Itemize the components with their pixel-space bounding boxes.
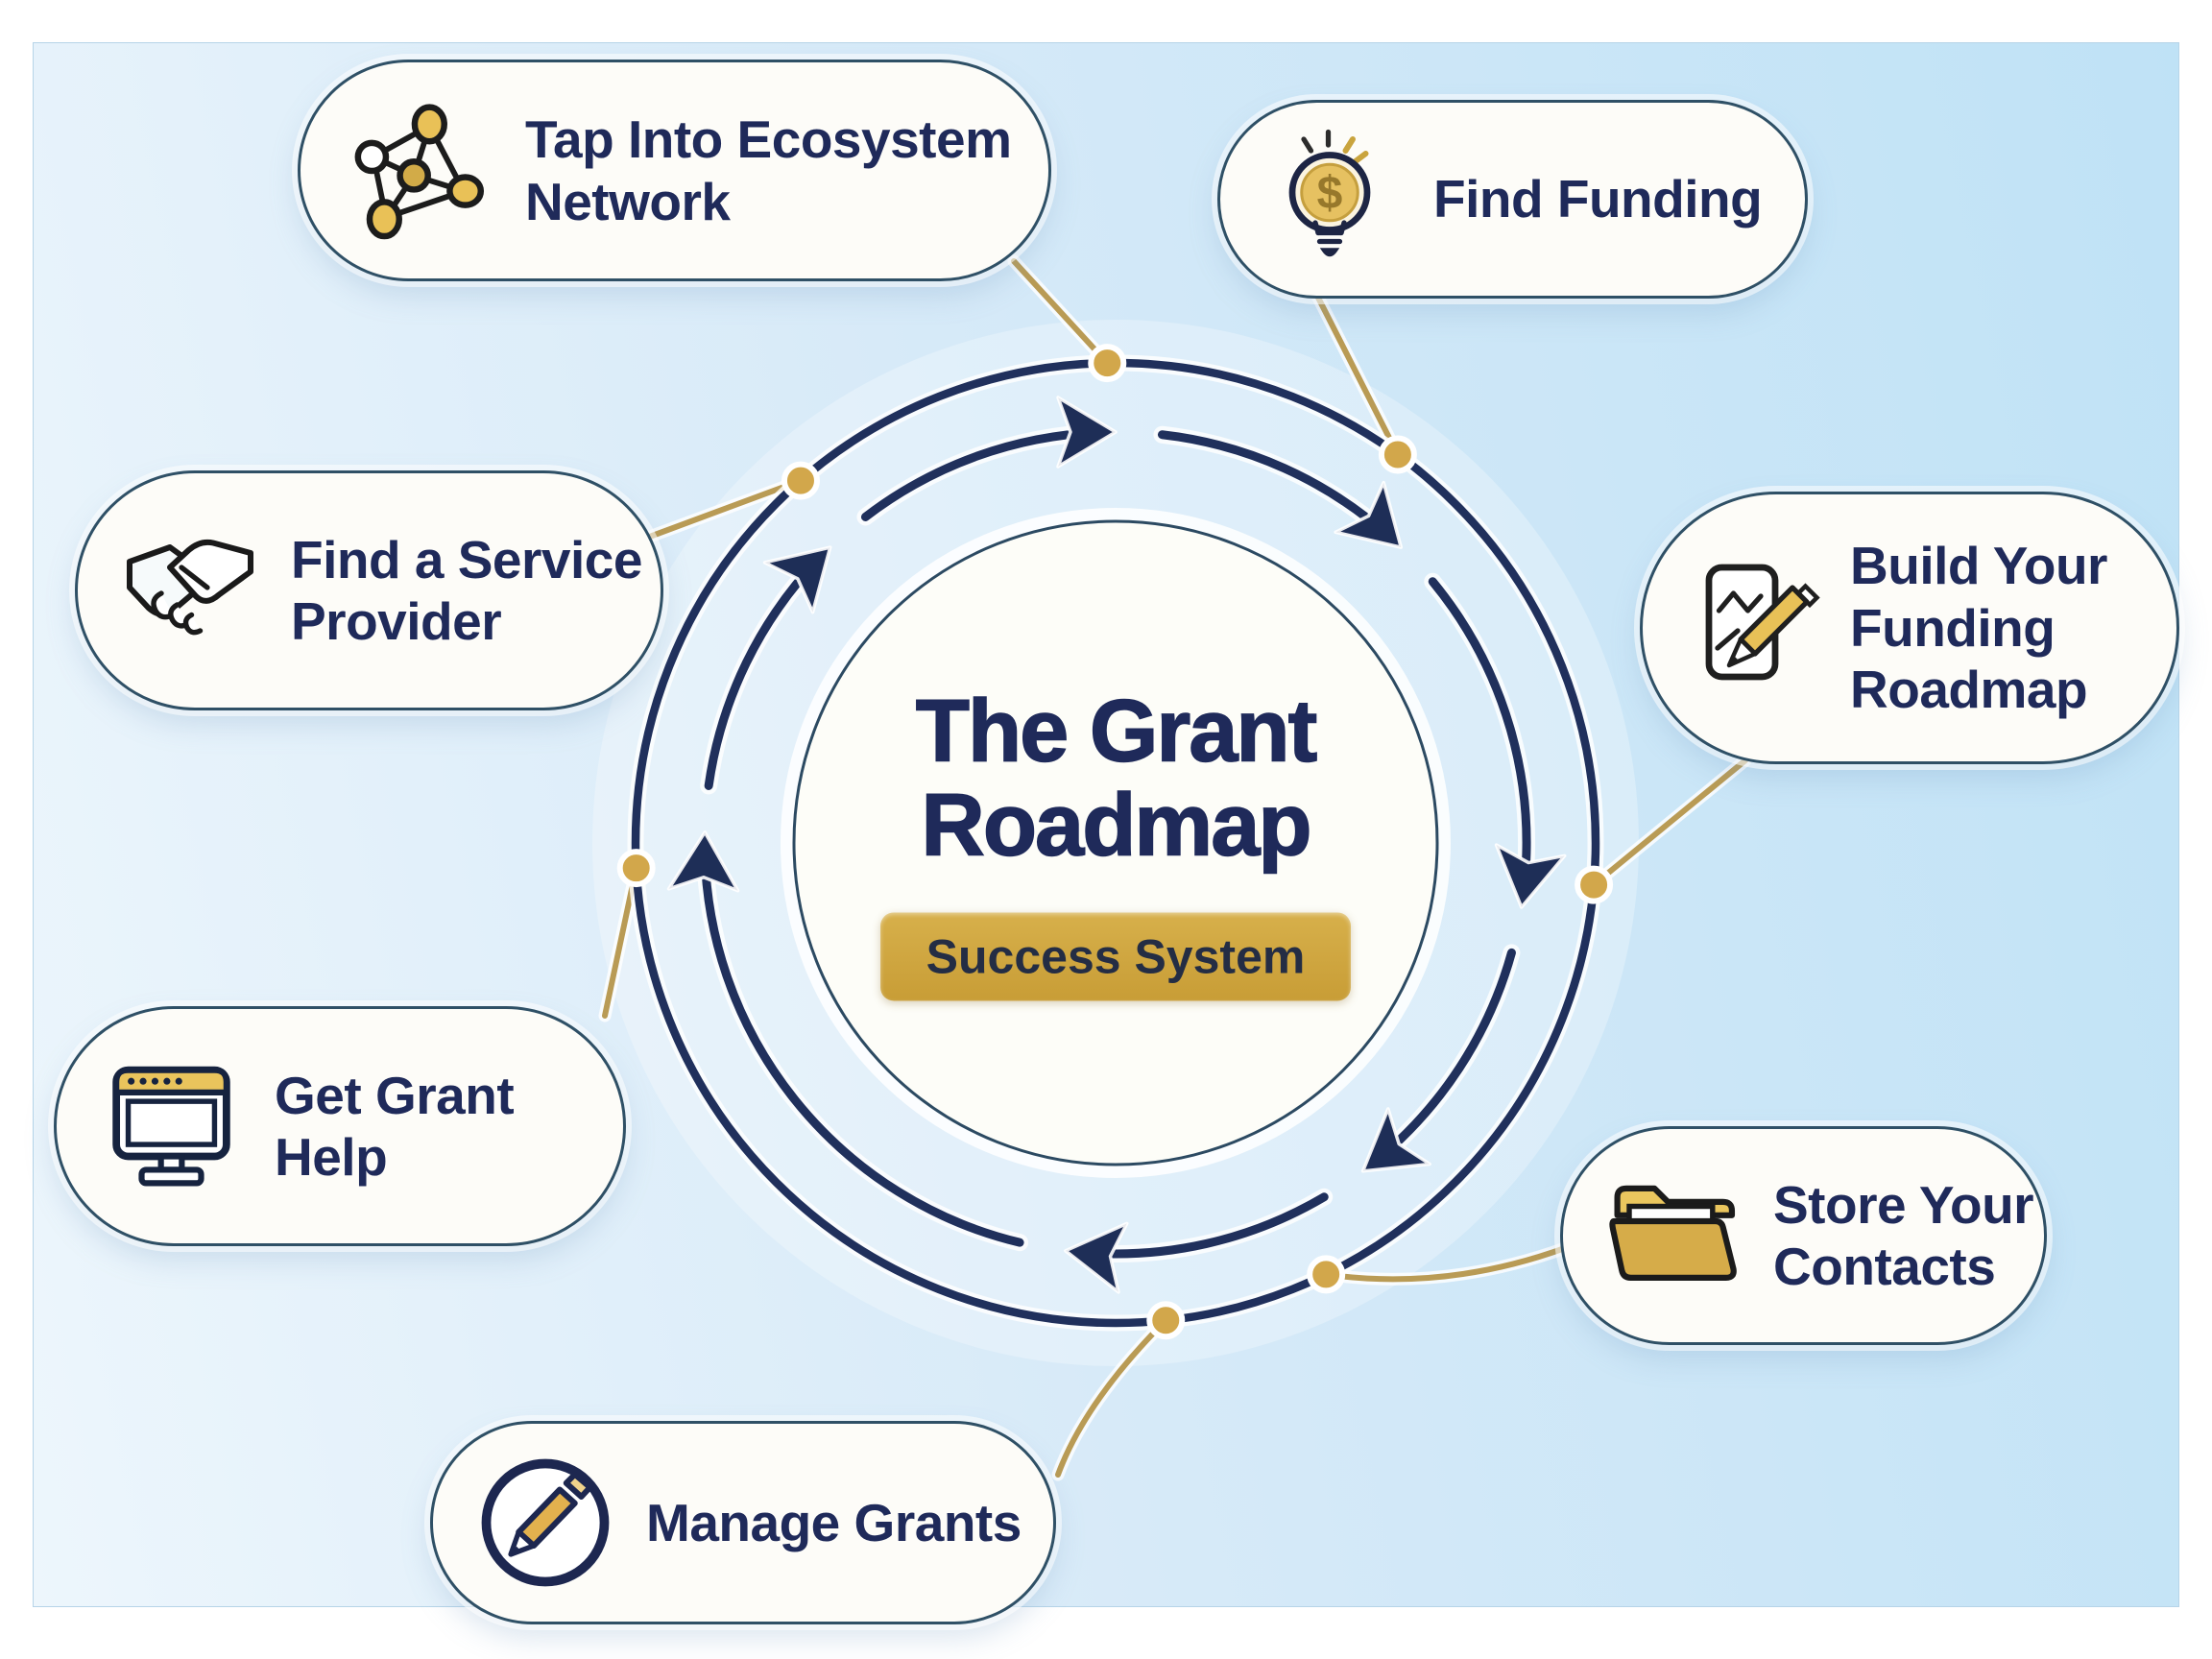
node-label: Find a Service Provider (291, 529, 642, 651)
monitor-icon (97, 1052, 246, 1201)
connector-dot-1 (1378, 435, 1417, 474)
subtitle-badge: Success System (879, 912, 1352, 1001)
inner-ring-segment-5 (700, 842, 1024, 1247)
node-pill-store-contacts: Store Your Contacts (1560, 1126, 2047, 1345)
map-pencil-icon (1677, 556, 1821, 700)
node-label: Tap Into Ecosystem Network (525, 109, 1012, 231)
node-label: Store Your Contacts (1773, 1174, 2034, 1296)
node-pill-build-funding-roadmap: Build Your Funding Roadmap (1640, 492, 2179, 764)
cycle-arrowhead-1 (1056, 396, 1118, 469)
connector-line-1 (1314, 293, 1401, 458)
handshake-icon (118, 518, 262, 662)
connector-line-6 (644, 477, 804, 541)
node-pill-get-grant-help: Get Grant Help (54, 1006, 626, 1246)
folder-icon (1599, 1162, 1748, 1310)
connector-line-2 (1591, 757, 1748, 888)
connector-dot-5 (616, 849, 656, 888)
network-icon (341, 93, 496, 249)
diagram-title: The Grant Roadmap (915, 682, 1318, 874)
connector-line-3 (1323, 1245, 1568, 1283)
connector-dot-6 (781, 461, 820, 500)
node-pill-tap-ecosystem-network: Tap Into Ecosystem Network (298, 60, 1051, 281)
subtitle-badge-label: Success System (926, 929, 1306, 984)
connector-dot-3 (1307, 1255, 1346, 1294)
connector-dot-2 (1575, 865, 1614, 904)
node-pill-find-funding: $ Find Funding (1217, 100, 1808, 299)
center-circle (792, 519, 1439, 1166)
node-label: Manage Grants (646, 1492, 1022, 1552)
connector-line-0 (1011, 258, 1111, 367)
cycle-arrowhead-4 (1360, 1107, 1431, 1173)
cycle-arrowhead-0 (762, 545, 832, 614)
center-hub: The Grant Roadmap Success System (780, 682, 1452, 1001)
cycle-arrowhead-6 (666, 830, 740, 893)
svg-text:$: $ (1317, 168, 1343, 219)
connector-dot-4 (1146, 1301, 1186, 1340)
node-label: Build Your Funding Roadmap (1850, 536, 2107, 720)
node-pill-manage-grants: Manage Grants (430, 1421, 1056, 1624)
pencil-circle-icon (473, 1451, 617, 1595)
cycle-arrowhead-5 (1064, 1221, 1129, 1294)
node-label: Find Funding (1433, 169, 1763, 229)
cycle-arrowhead-2 (1334, 480, 1404, 549)
node-label: Get Grant Help (275, 1065, 515, 1187)
lightbulb-dollar-icon: $ (1261, 128, 1405, 272)
cycle-arrowhead-3 (1494, 843, 1567, 909)
inner-ring-segment-2 (1428, 577, 1531, 898)
node-pill-find-service-provider: Find a Service Provider (75, 470, 663, 710)
connector-dot-0 (1088, 344, 1127, 383)
connector-line-4 (1055, 1317, 1169, 1478)
